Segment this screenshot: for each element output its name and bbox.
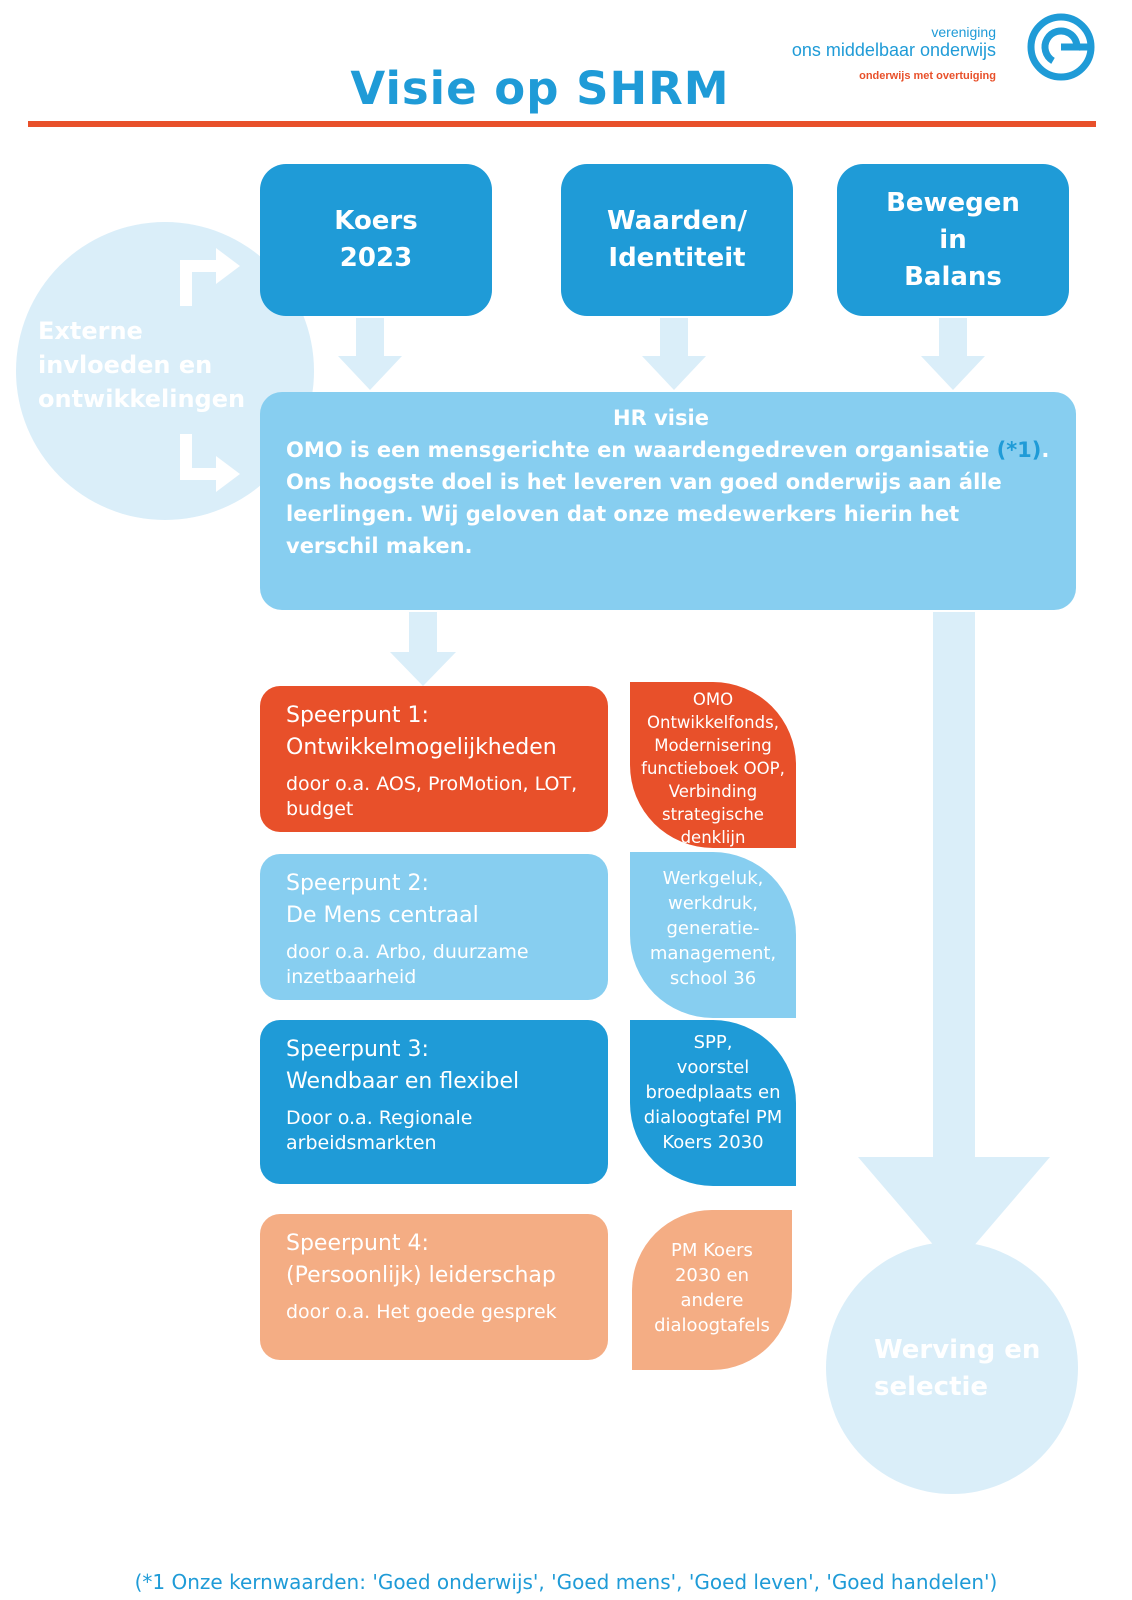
leaf-line: Ontwikkelfonds, (647, 713, 779, 732)
external-label-line: Externe (38, 317, 143, 345)
leaf-line: strategische (662, 805, 764, 824)
down-arrow-icon (338, 318, 402, 390)
speerpunt-name: Wendbaar en flexibel (286, 1069, 520, 1094)
leaf-line: voorstel (676, 1057, 750, 1078)
leaf-1: OMO Ontwikkelfonds, Modernisering functi… (630, 682, 796, 848)
box-waarden: Waarden/ Identiteit (561, 164, 793, 316)
werving-arrow-shaft (933, 612, 975, 1160)
speerpunt-sub: Door o.a. Regionale arbeidsmarkten (286, 1107, 473, 1154)
box-waarden-line: Identiteit (608, 243, 746, 273)
turn-down-arrow-icon (180, 434, 240, 492)
speerpunt-2: Speerpunt 2: De Mens centraal door o.a. … (260, 854, 608, 1000)
footnote: (*1 Onze kernwaarden: 'Goed onderwijs', … (134, 1570, 998, 1594)
speerpunt-name: De Mens centraal (286, 903, 479, 928)
leaf-4: PM Koers 2030 en andere dialoogtafels (632, 1210, 792, 1370)
box-bewegen-line: in (939, 224, 967, 255)
leaf-line: werkdruk, (668, 893, 758, 914)
turn-up-arrow-icon (180, 248, 240, 306)
leaf-line: SPP, (693, 1032, 733, 1053)
down-arrow-icon (390, 612, 456, 686)
hr-vision-box: HR visie OMO is een mensgerichte en waar… (260, 392, 1076, 610)
speerpunt-title: Speerpunt 1: (286, 703, 429, 728)
hr-line1: OMO is een mensgerichte en waardengedrev… (286, 438, 990, 462)
werving-label-line: selectie (874, 1372, 989, 1402)
leaf-line: OMO (692, 690, 734, 709)
speerpunt-3: Speerpunt 3: Wendbaar en flexibel Door o… (260, 1020, 608, 1184)
logo-line1: vereniging (931, 24, 996, 40)
down-arrow-icon (858, 1157, 1050, 1269)
logo-icon (1027, 13, 1095, 81)
hr-title: HR visie (613, 406, 709, 430)
speerpunt-name: Ontwikkelmogelijkheden (286, 735, 557, 760)
leaf-3: SPP, voorstel broedplaats en dialoogtafe… (630, 1020, 796, 1186)
logo-tagline: onderwijs met overtuiging (859, 70, 996, 82)
title-rule (28, 121, 1096, 127)
page-title: Visie op SHRM (350, 62, 730, 115)
leaf-line: dialoogtafels (654, 1315, 770, 1336)
hr-line2: Ons hoogste doel is het leveren van goed… (286, 470, 1002, 558)
hr-statement: OMO is een mensgerichte en waardengedrev… (286, 434, 1056, 466)
box-koers: Koers 2023 (260, 164, 492, 316)
box-waarden-line: Waarden/ (607, 206, 747, 236)
leaf-line: functieboek OOP, (641, 759, 785, 778)
hr-footnote-ref: (*1) (996, 438, 1042, 462)
speerpunt-4: Speerpunt 4: (Persoonlijk) leiderschap d… (260, 1214, 608, 1360)
speerpunt-1: Speerpunt 1: Ontwikkelmogelijkheden door… (260, 686, 608, 832)
leaf-line: Koers 2030 (662, 1132, 764, 1153)
speerpunt-title: Speerpunt 2: (286, 871, 429, 896)
werving-circle (826, 1242, 1078, 1494)
speerpunt-title: Speerpunt 4: (286, 1231, 429, 1256)
leaf-line: broedplaats en (645, 1082, 781, 1103)
leaf-line: generatie- (666, 918, 760, 939)
leaf-line: Modernisering (654, 736, 772, 755)
leaf-line: denklijn (680, 828, 746, 847)
logo-text: vereniging ons middelbaar onderwijs onde… (792, 24, 996, 82)
leaf-line: school 36 (669, 968, 757, 989)
leaf-line: Werkgeluk, (662, 868, 764, 889)
down-arrow-icon (921, 318, 985, 390)
logo-line2: ons middelbaar onderwijs (791, 40, 996, 60)
down-arrow-icon (642, 318, 706, 390)
external-label-line: invloeden en (38, 351, 213, 379)
leaf-2: Werkgeluk, werkdruk, generatie- manageme… (630, 852, 796, 1018)
leaf-line: management, (649, 943, 777, 964)
external-label-line: ontwikkelingen (38, 385, 246, 413)
box-bewegen-line: Bewegen (886, 187, 1020, 218)
leaf-line: dialoogtafel PM (643, 1107, 783, 1128)
speerpunt-sub: door o.a. Arbo, duurzame inzetbaarheid (286, 941, 529, 988)
hr-ref-period: . (1041, 438, 1050, 462)
box-koers-line: 2023 (339, 243, 413, 273)
speerpunt-sub: door o.a. AOS, ProMotion, LOT, budget (286, 773, 578, 820)
speerpunt-title: Speerpunt 3: (286, 1037, 429, 1062)
speerpunt-name: (Persoonlijk) leiderschap (286, 1263, 556, 1288)
leaf-line: PM Koers (671, 1240, 753, 1261)
werving-label-line: Werving en (874, 1335, 1041, 1365)
external-label: Externe invloeden en ontwikkelingen (38, 314, 245, 416)
box-bewegen: Bewegen in Balans (837, 164, 1069, 316)
speerpunt-sub: door o.a. Het goede gesprek (286, 1301, 557, 1323)
box-koers-line: Koers (334, 206, 418, 236)
werving-label: Werving en selectie (874, 1332, 1040, 1406)
leaf-line: Verbinding (668, 782, 758, 801)
box-bewegen-line: Balans (904, 261, 1002, 292)
leaf-line: andere (680, 1290, 744, 1311)
leaf-line: 2030 en (674, 1265, 749, 1286)
